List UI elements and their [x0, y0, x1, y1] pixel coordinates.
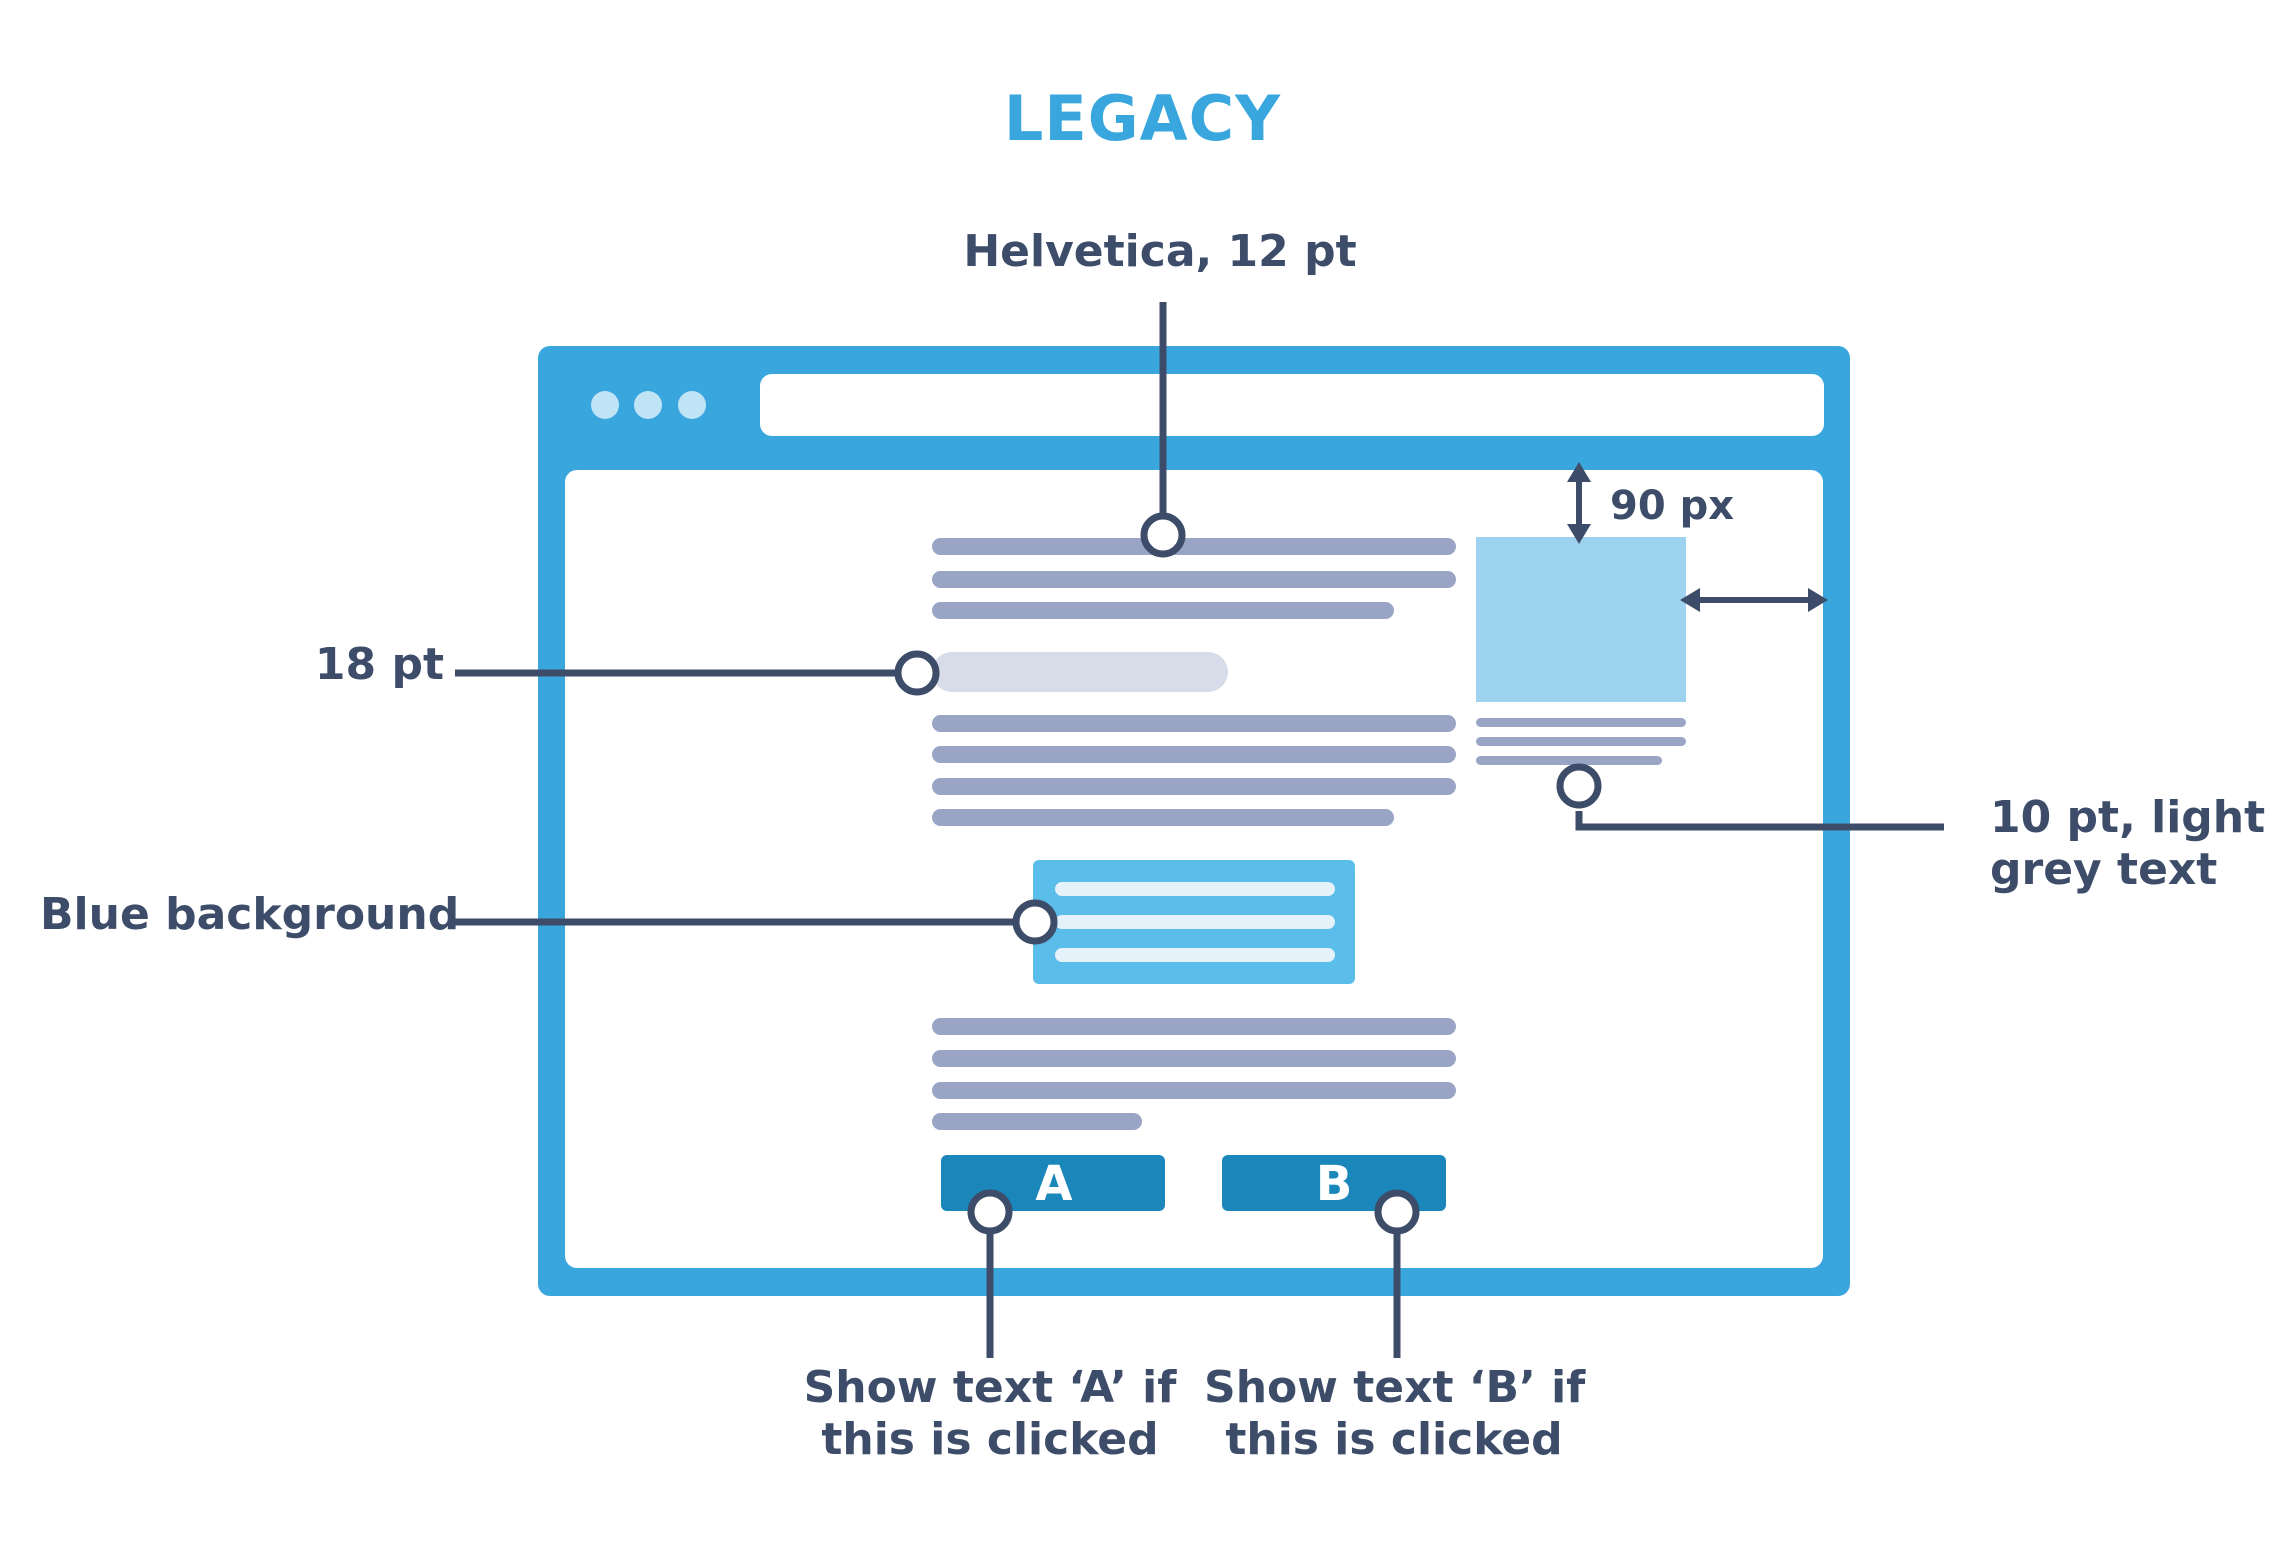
annotation-button-b-line-1: Show text ‘B’ if [1204, 1362, 1586, 1413]
annotation-button-a-line-1: Show text ‘A’ if [803, 1362, 1177, 1413]
arrow-horizontal-margin [1680, 588, 1828, 612]
callout-line [1055, 948, 1335, 962]
annotation-font: Helvetica, 12 pt [963, 226, 1357, 277]
annotation-caption-line-1: 10 pt, light [1990, 792, 2266, 843]
annotation-spacing: 90 px [1610, 483, 1735, 529]
marker-helvetica [1140, 512, 1186, 558]
address-bar [760, 374, 1824, 436]
annotation-button-a: Show text ‘A’ if this is clicked [800, 1362, 1180, 1466]
annotation-button-b: Show text ‘B’ if this is clicked [1204, 1362, 1586, 1466]
text-line [932, 778, 1456, 795]
annotation-button-a-line-2: this is clicked [821, 1414, 1159, 1465]
text-line [932, 1082, 1456, 1099]
text-line [932, 571, 1456, 588]
marker-a [967, 1189, 1013, 1235]
text-block-3 [932, 1018, 1456, 1130]
window-dot-3 [678, 391, 706, 419]
leader-lines [455, 302, 1944, 1358]
text-line [932, 1113, 1142, 1130]
arrow-vertical-90px [1567, 462, 1591, 544]
diagram-title: LEGACY [1003, 82, 1282, 155]
text-block-1 [932, 538, 1456, 619]
text-line [932, 538, 1456, 555]
annotation-markers [894, 512, 1602, 1235]
caption-line [1476, 756, 1662, 765]
caption-line [1476, 718, 1686, 727]
caption-line [1476, 737, 1686, 746]
window-dot-1 [591, 391, 619, 419]
text-line [932, 1018, 1456, 1035]
annotation-caption-line-2: grey text [1990, 844, 2218, 895]
image-placeholder [1476, 537, 1686, 702]
caption-lines [1476, 718, 1686, 765]
button-b-label[interactable]: B [1315, 1156, 1353, 1212]
callout-line [1055, 915, 1335, 929]
annotation-button-b-line-2: this is clicked [1225, 1414, 1563, 1465]
callout-lines [1055, 882, 1335, 962]
text-line [932, 715, 1456, 732]
leader-10pt [1575, 811, 1944, 831]
annotation-caption: 10 pt, light grey text [1990, 792, 2265, 896]
text-line [932, 602, 1394, 619]
button-a-label[interactable]: A [1035, 1156, 1073, 1212]
annotation-callout-bg: Blue background [40, 889, 460, 940]
window-dot-2 [634, 391, 662, 419]
text-line [932, 746, 1456, 763]
marker-18pt [894, 650, 940, 696]
callout-line [1055, 882, 1335, 896]
marker-10pt [1556, 763, 1602, 809]
text-line [932, 1050, 1456, 1067]
marker-b [1374, 1189, 1420, 1235]
marker-blue [1012, 899, 1058, 945]
annotation-heading-size: 18 pt [314, 639, 444, 690]
text-line [932, 809, 1394, 826]
heading-bar [932, 652, 1228, 692]
text-block-2 [932, 715, 1456, 826]
